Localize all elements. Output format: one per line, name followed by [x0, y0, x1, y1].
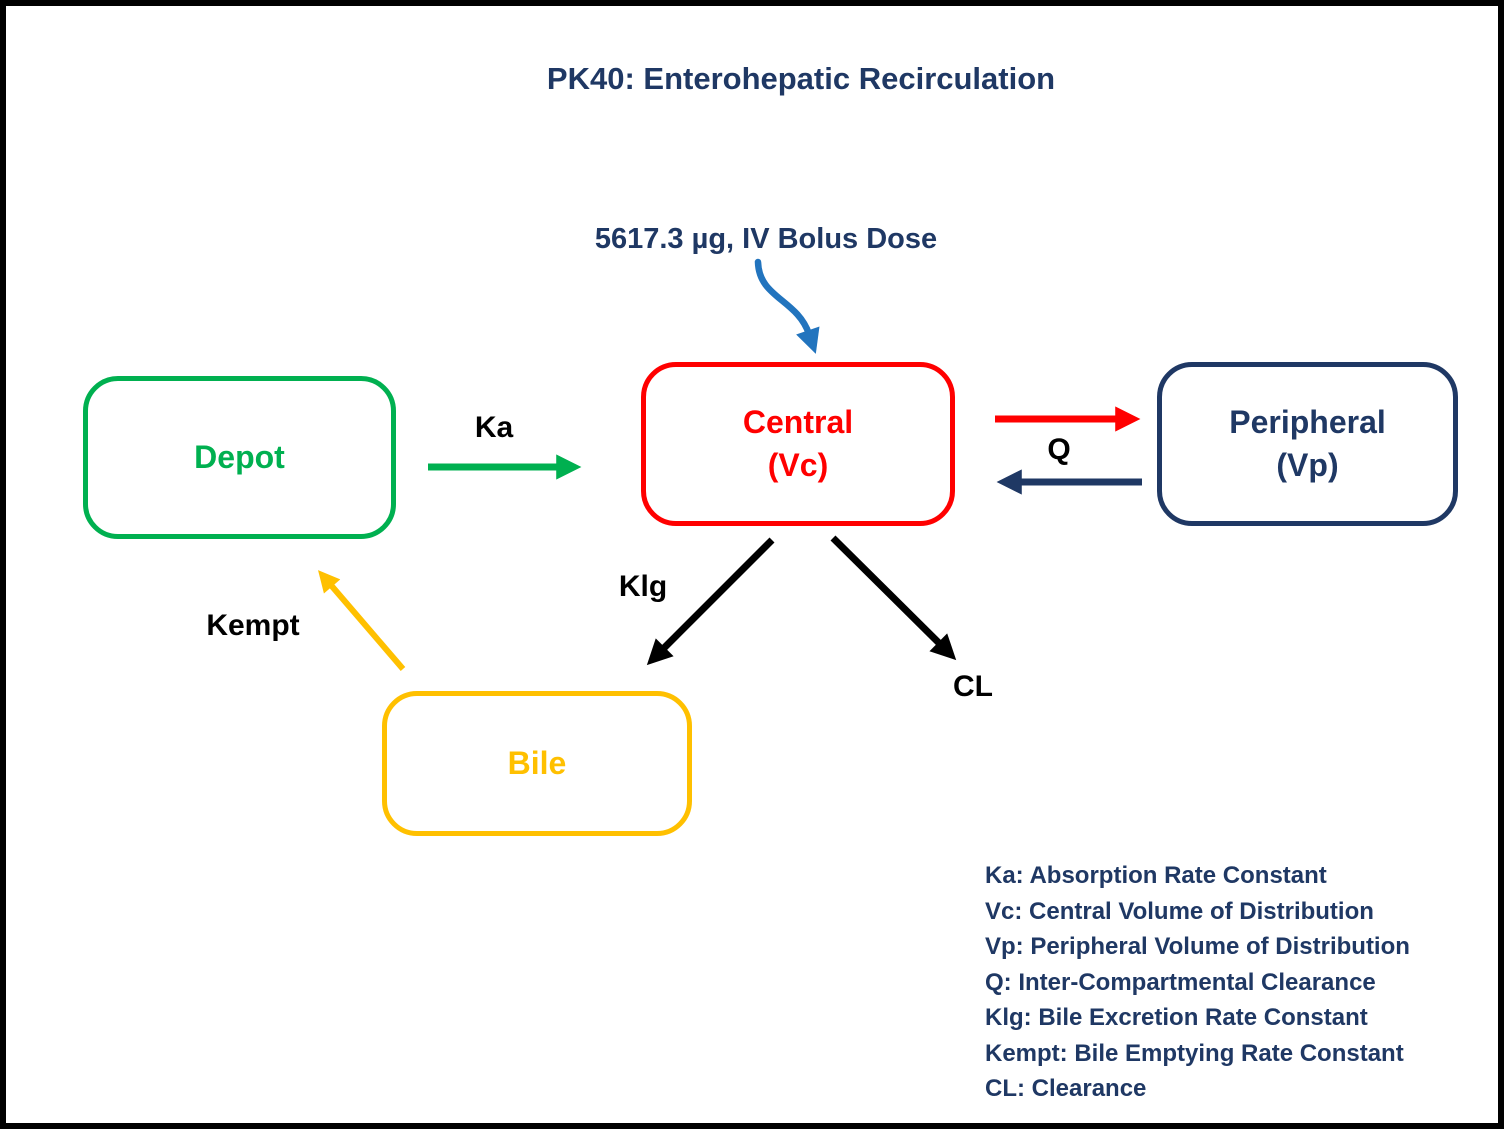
legend-item-vc: Vc: Central Volume of Distribution: [985, 897, 1374, 925]
legend-item-kempt: Kempt: Bile Emptying Rate Constant: [985, 1039, 1404, 1067]
cl-rate-label: CL: [953, 670, 993, 703]
depot-label: Depot: [194, 438, 285, 475]
bile-compartment: Bile: [382, 691, 692, 836]
ka-rate-label: Ka: [474, 411, 514, 444]
legend-item-klg: Klg: Bile Excretion Rate Constant: [985, 1004, 1368, 1031]
diagram-title: PK40: Enterohepatic Recirculation: [546, 61, 1056, 96]
klg-rate-label: Klg: [618, 570, 668, 603]
peripheral-label: Peripheral: [1229, 403, 1386, 440]
depot-compartment: Depot: [83, 376, 396, 539]
iv-dose-label: 5617.3 µg, IV Bolus Dose: [594, 223, 938, 255]
klg-arrow: [646, 537, 775, 666]
legend-item-q: Q: Inter-Compartmental Clearance: [985, 968, 1376, 996]
q-rate-label: Q: [1047, 433, 1071, 466]
kempt-rate-label: Kempt: [206, 609, 300, 642]
bile-label: Bile: [507, 744, 567, 781]
kempt-arrow: [318, 570, 406, 671]
cl-arrow: [830, 535, 957, 661]
legend: Ka: Absorption Rate Constant Vc: Central…: [985, 858, 1410, 1107]
peripheral-sublabel: (Vp): [1276, 447, 1339, 483]
legend-item-ka: Ka: Absorption Rate Constant: [985, 862, 1327, 889]
legend-item-vp: Vp: Peripheral Volume of Distribution: [985, 933, 1410, 960]
iv-dose-arrow: [754, 258, 820, 354]
peripheral-compartment: Peripheral (Vp): [1157, 362, 1458, 526]
legend-item-cl: CL: Clearance: [985, 1075, 1147, 1102]
central-sublabel: (Vc): [767, 447, 829, 483]
central-label: Central: [742, 403, 854, 440]
central-compartment: Central (Vc): [641, 362, 955, 526]
